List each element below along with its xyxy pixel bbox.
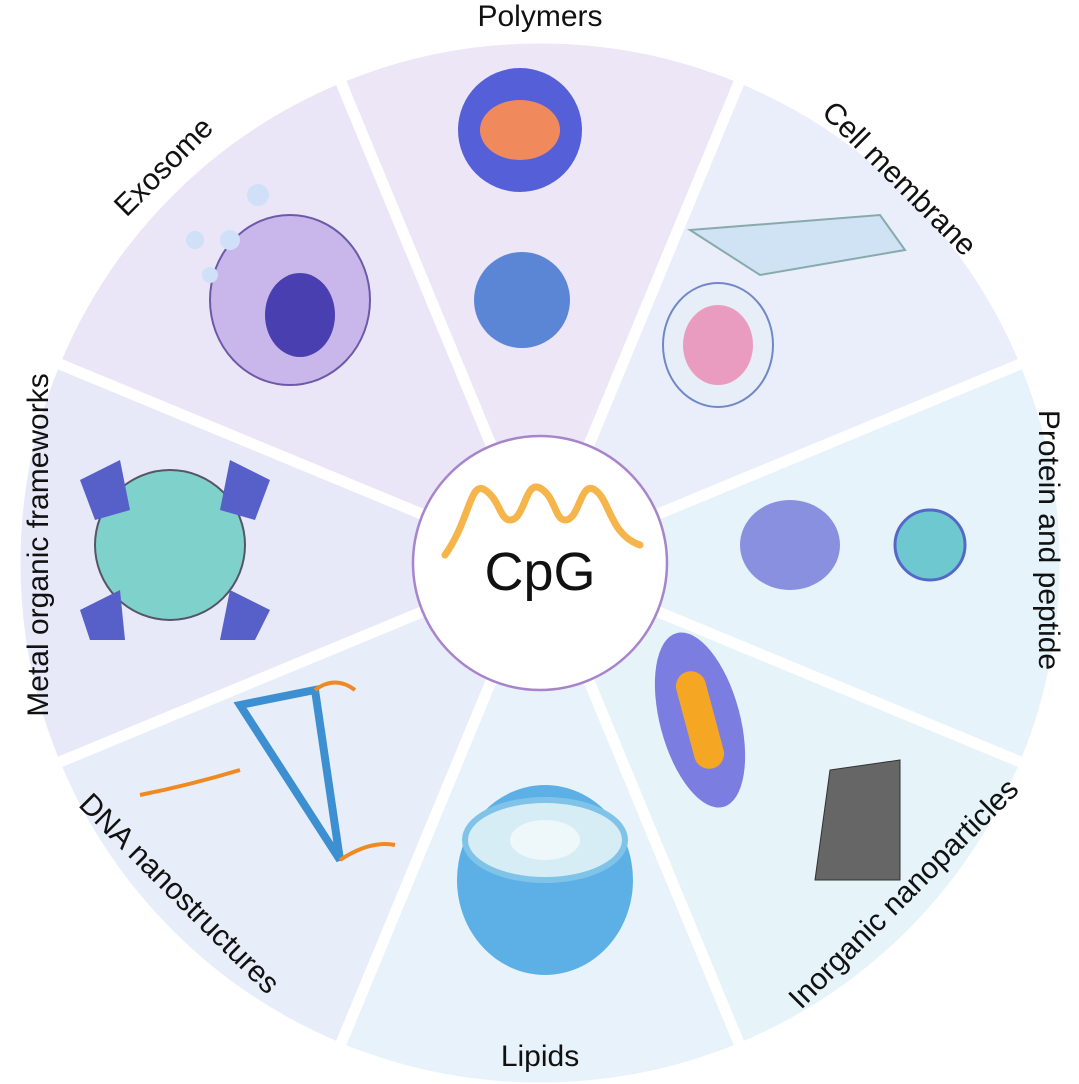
center-label: CpG	[484, 542, 595, 602]
polymers-illustration	[458, 68, 582, 348]
cpg-helix-icon	[441, 483, 644, 559]
label-protein-peptide: Protein and peptide	[1032, 410, 1065, 670]
label-metal-organic-frameworks: Metal organic frameworks	[22, 373, 55, 716]
lipids-illustration	[457, 785, 633, 975]
wedge-dna-nanostructures	[47, 552, 551, 1056]
exosome-illustration	[186, 184, 371, 386]
label-polymers: Polymers	[477, 0, 602, 33]
wedge-cell-membrane	[529, 70, 1033, 574]
wedge-mof	[9, 354, 555, 772]
mof-illustration	[80, 460, 270, 640]
label-lipids: Lipids	[501, 1040, 579, 1073]
dna-nanostructure-illustration	[139, 680, 396, 863]
inorganic-nanoparticles-illustration	[654, 632, 901, 881]
protein-peptide-illustration	[740, 500, 967, 590]
cell-membrane-illustration	[662, 213, 907, 408]
